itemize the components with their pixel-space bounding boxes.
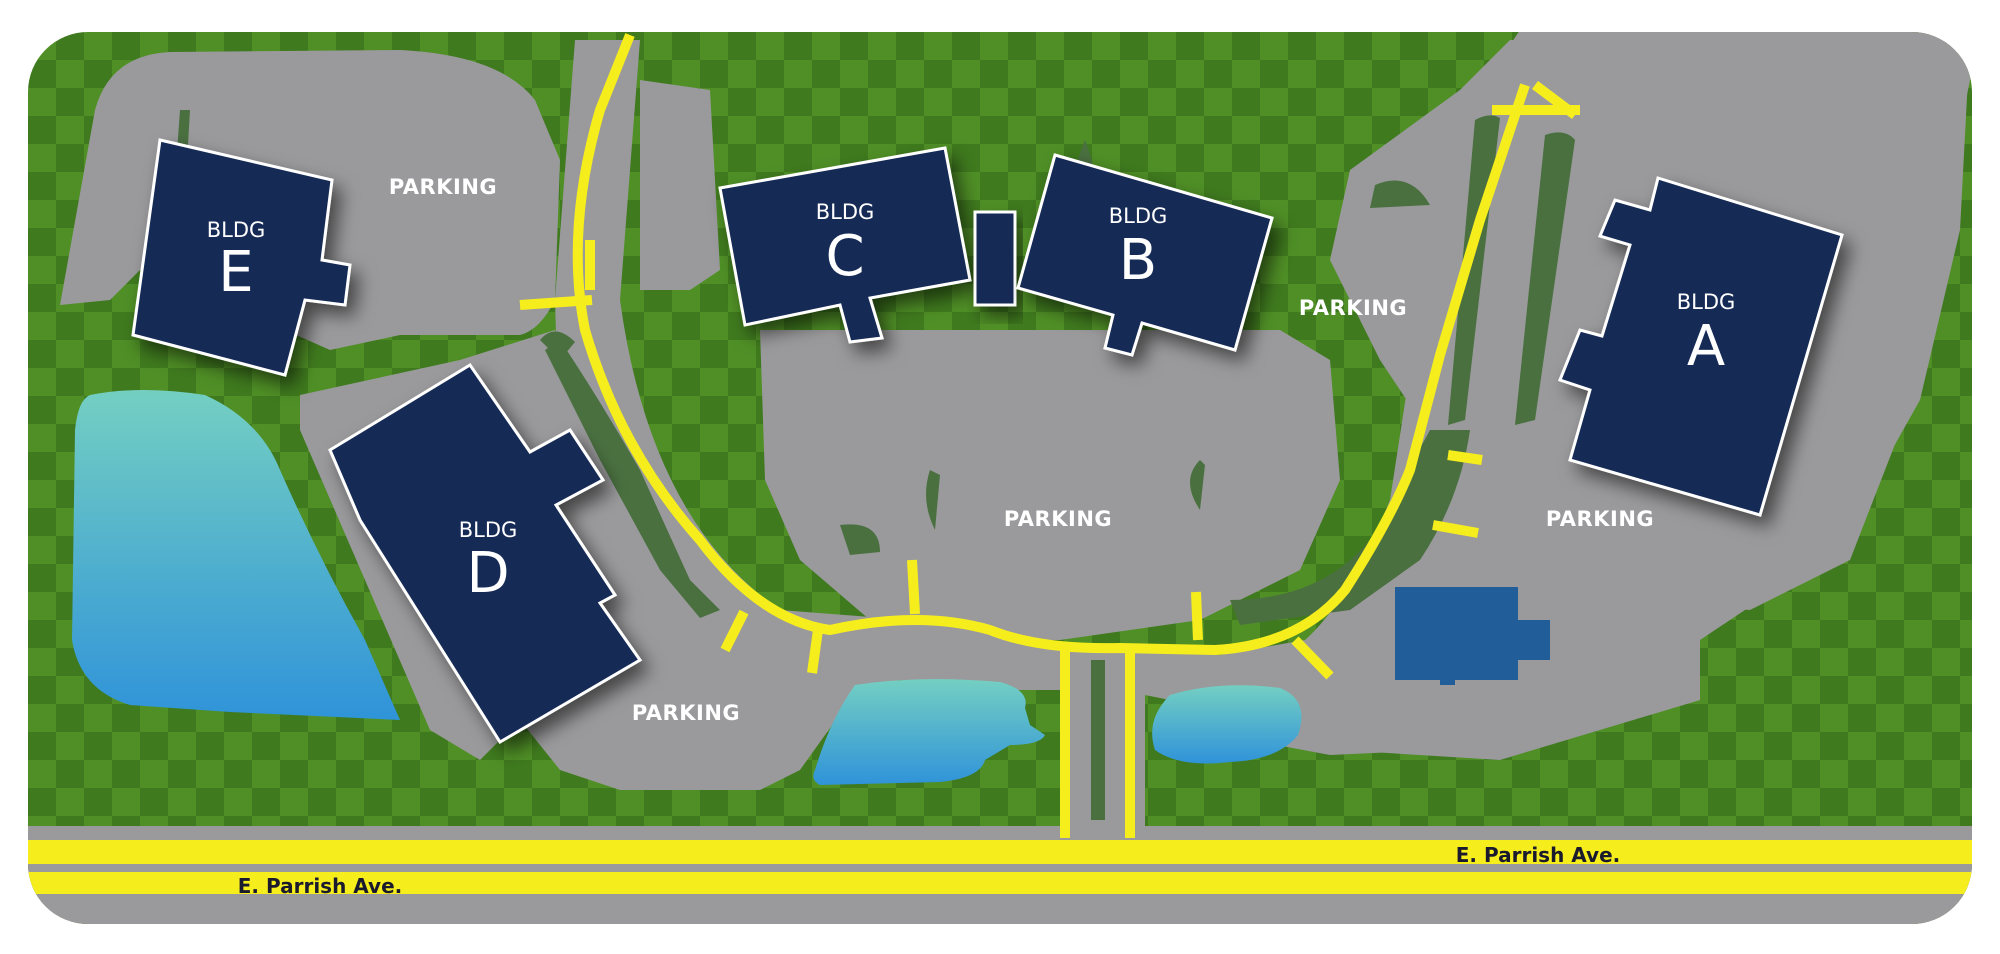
label-building-C: BLDG C — [816, 200, 875, 289]
svg-text:C: C — [825, 224, 864, 289]
parking-label-east: PARKING — [1546, 507, 1654, 531]
building-E[interactable] — [131, 138, 352, 377]
building-C[interactable] — [718, 146, 972, 344]
svg-text:E: E — [218, 240, 253, 305]
building-B[interactable] — [1016, 153, 1274, 357]
label-building-D: BLDG D — [459, 518, 518, 606]
building-connector — [973, 210, 1017, 307]
label-building-B: BLDG B — [1109, 204, 1168, 293]
building-A[interactable] — [1558, 176, 1844, 517]
parking-label-northeast: PARKING — [1299, 296, 1407, 320]
svg-text:BLDG: BLDG — [1109, 204, 1168, 228]
pond-west — [72, 390, 400, 720]
street-label-lower: E. Parrish Ave. — [238, 874, 403, 898]
svg-text:BLDG: BLDG — [459, 518, 518, 542]
street-label-upper: E. Parrish Ave. — [1456, 843, 1621, 867]
svg-text:BLDG: BLDG — [207, 218, 266, 242]
parking-label-center: PARKING — [1004, 507, 1112, 531]
pond-southeast — [1152, 685, 1302, 764]
outbuilding — [1395, 587, 1550, 685]
pond-south — [813, 679, 1045, 785]
ponds — [72, 390, 1302, 785]
svg-text:BLDG: BLDG — [816, 200, 875, 224]
label-building-E: BLDG E — [207, 218, 266, 305]
svg-text:B: B — [1119, 228, 1157, 293]
parking-label-southwest: PARKING — [632, 701, 740, 725]
building-D[interactable] — [328, 362, 643, 745]
svg-text:D: D — [466, 541, 509, 606]
svg-text:BLDG: BLDG — [1677, 290, 1736, 314]
label-building-A: BLDG A — [1677, 290, 1736, 379]
parking-label-northwest: PARKING — [389, 175, 497, 199]
svg-text:A: A — [1687, 314, 1725, 379]
drive-lines — [28, 33, 1972, 894]
